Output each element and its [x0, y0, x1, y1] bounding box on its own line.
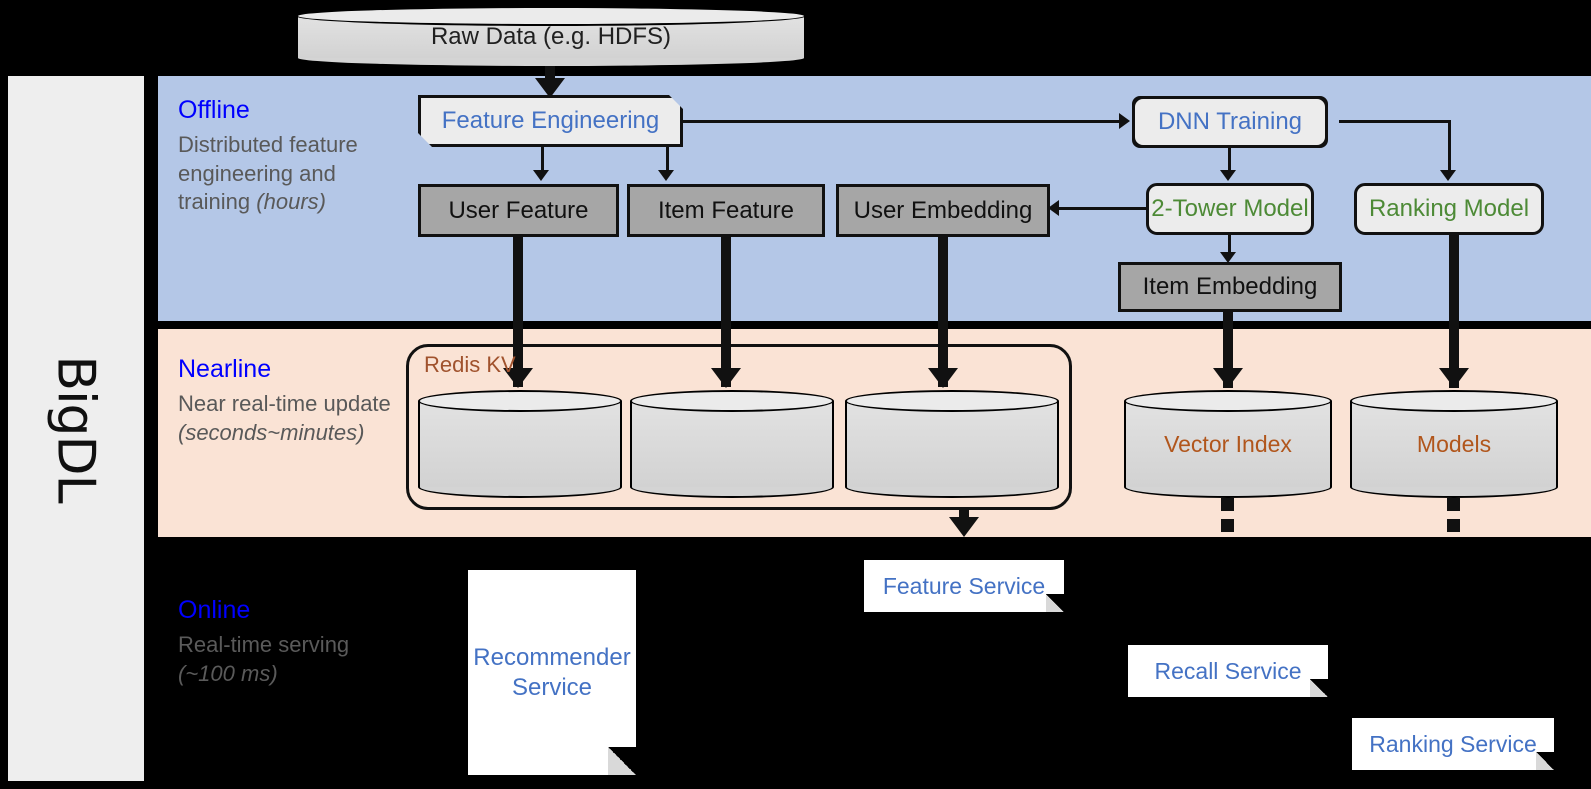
connector-rawdata-to-fe: [545, 66, 555, 84]
feature-engineering-node[interactable]: Feature Engineering: [418, 95, 683, 147]
dash-vectorindex-2: [1221, 519, 1234, 532]
arrowhead-pipe-kv2: [711, 368, 741, 388]
pipe-userfeature-to-kv1: [513, 237, 523, 387]
vector-index-cylinder[interactable]: Vector Index: [1124, 390, 1332, 498]
cylinder-body: [1124, 401, 1332, 487]
recommender-service-node[interactable]: Recommender Service: [468, 570, 636, 775]
bigdl-label: BigDL: [46, 354, 107, 503]
online-title: Online: [178, 596, 251, 624]
connector-dnn-to-ranking-v: [1448, 120, 1451, 172]
connector-twotower-to-userembedding: [1055, 207, 1147, 210]
cylinder-body: [845, 401, 1059, 487]
dash-models-1: [1447, 498, 1460, 511]
connector-fe-to-userfeature: [541, 147, 544, 172]
cylinder-top: [418, 390, 622, 412]
ranking-model-node[interactable]: Ranking Model: [1354, 183, 1544, 235]
dash-models-2: [1447, 519, 1460, 532]
connector-dnn-to-twotower: [1228, 148, 1231, 172]
online-label-group: Online Real-time serving (~100 ms): [178, 596, 393, 688]
cylinder-top: [296, 6, 806, 26]
offline-label-group: Offline Distributed feature engineering …: [178, 96, 393, 217]
recall-service-node[interactable]: Recall Service: [1128, 645, 1328, 697]
models-cylinder[interactable]: Models: [1350, 390, 1558, 498]
arrowhead-redis-to-featureservice: [949, 517, 979, 537]
page-fold-icon: [1046, 594, 1064, 612]
pipe-itemfeature-to-kv2: [721, 237, 731, 387]
kv-store-2-label: [630, 390, 834, 498]
ranking-service-label: Ranking Service: [1369, 730, 1537, 757]
arrowhead-pipe-vectorindex: [1213, 368, 1243, 388]
cylinder-body: [418, 401, 622, 487]
cylinder-top: [630, 390, 834, 412]
item-feature-node[interactable]: Item Feature: [627, 184, 825, 237]
user-embedding-node[interactable]: User Embedding: [836, 184, 1050, 237]
arrowhead-pipe-kv1: [503, 368, 533, 388]
online-subtitle-italic: (~100 ms): [178, 660, 278, 686]
arrowhead-pipe-kv3: [928, 368, 958, 388]
feature-service-label: Feature Service: [882, 572, 1046, 599]
recall-service-label: Recall Service: [1154, 657, 1302, 684]
models-label: Models: [1416, 430, 1492, 457]
cylinder-top: [845, 390, 1059, 412]
kv-store-cylinder-2[interactable]: [630, 390, 834, 498]
arrowhead-dnn-to-twotower: [1220, 170, 1236, 181]
vector-index-label: Vector Index: [1164, 430, 1292, 457]
kv-store-3-label: [845, 390, 1059, 498]
nearline-label-group: Nearline Near real-time update (seconds~…: [178, 355, 413, 447]
kv-store-cylinder-1[interactable]: [418, 390, 622, 498]
item-embedding-node[interactable]: Item Embedding: [1118, 262, 1342, 312]
pipe-redis-to-featureservice: [959, 508, 969, 521]
cylinder-body: [630, 401, 834, 487]
cylinder-body: [1350, 401, 1558, 487]
cylinder-top: [1124, 390, 1332, 412]
nearline-subtitle-italic: (seconds~minutes): [178, 419, 365, 445]
nearline-subtitle-plain: Near real-time update: [178, 391, 391, 416]
arrowhead-fe-to-itemfeature: [658, 170, 674, 181]
arrowhead-rawdata-to-fe: [535, 78, 565, 98]
connector-twotower-to-itemembedding: [1228, 235, 1231, 257]
online-subtitle-plain: Real-time serving: [178, 632, 350, 657]
offline-subtitle-plain: Distributed feature engineering and trai…: [178, 132, 358, 215]
arrowhead-fe-to-dnn: [1119, 113, 1130, 129]
pipe-userembedding-to-kv3: [938, 237, 948, 387]
recommender-service-label: Recommender Service: [473, 643, 631, 701]
connector-dnn-to-ranking-h: [1339, 120, 1451, 123]
kv-store-1-label: [418, 390, 622, 498]
arrowhead-fe-to-userfeature: [533, 170, 549, 181]
connector-fe-to-itemfeature: [666, 147, 669, 172]
arrowhead-twotower-to-itemembedding: [1220, 252, 1236, 263]
raw-data-cylinder: Raw Data (e.g. HDFS): [296, 6, 806, 68]
raw-data-label: Raw Data (e.g. HDFS): [430, 23, 672, 50]
offline-subtitle-italic: (hours): [256, 189, 326, 215]
dnn-training-node[interactable]: DNN Training: [1132, 96, 1328, 148]
online-subtitle: Real-time serving (~100 ms): [178, 631, 393, 688]
kv-store-cylinder-3[interactable]: [845, 390, 1059, 498]
nearline-title: Nearline: [178, 355, 272, 383]
arrowhead-pipe-models: [1439, 368, 1469, 388]
page-fold-icon: [1536, 752, 1554, 770]
pipe-itemembedding-to-vectorindex: [1223, 312, 1233, 388]
page-fold-icon: [608, 747, 636, 775]
arrowhead-dnn-to-ranking: [1440, 170, 1456, 181]
nearline-subtitle: Near real-time update (seconds~minutes): [178, 390, 413, 447]
ranking-service-node[interactable]: Ranking Service: [1352, 718, 1554, 770]
redis-kv-group: [406, 344, 1072, 510]
pipe-rankingmodel-to-models: [1449, 235, 1459, 388]
redis-kv-label: Redis KV: [424, 352, 516, 377]
dash-vectorindex-1: [1221, 498, 1234, 511]
offline-title: Offline: [178, 96, 250, 124]
page-fold-icon: [1310, 679, 1328, 697]
two-tower-model-node[interactable]: 2-Tower Model: [1146, 183, 1314, 235]
feature-service-node[interactable]: Feature Service: [864, 560, 1064, 612]
arrowhead-twotower-to-userembedding: [1048, 200, 1059, 216]
bigdl-framework-rail: BigDL: [8, 76, 144, 781]
connector-fe-to-dnn: [683, 120, 1121, 123]
user-feature-node[interactable]: User Feature: [418, 184, 619, 237]
offline-subtitle: Distributed feature engineering and trai…: [178, 131, 393, 217]
cylinder-top: [1350, 390, 1558, 412]
